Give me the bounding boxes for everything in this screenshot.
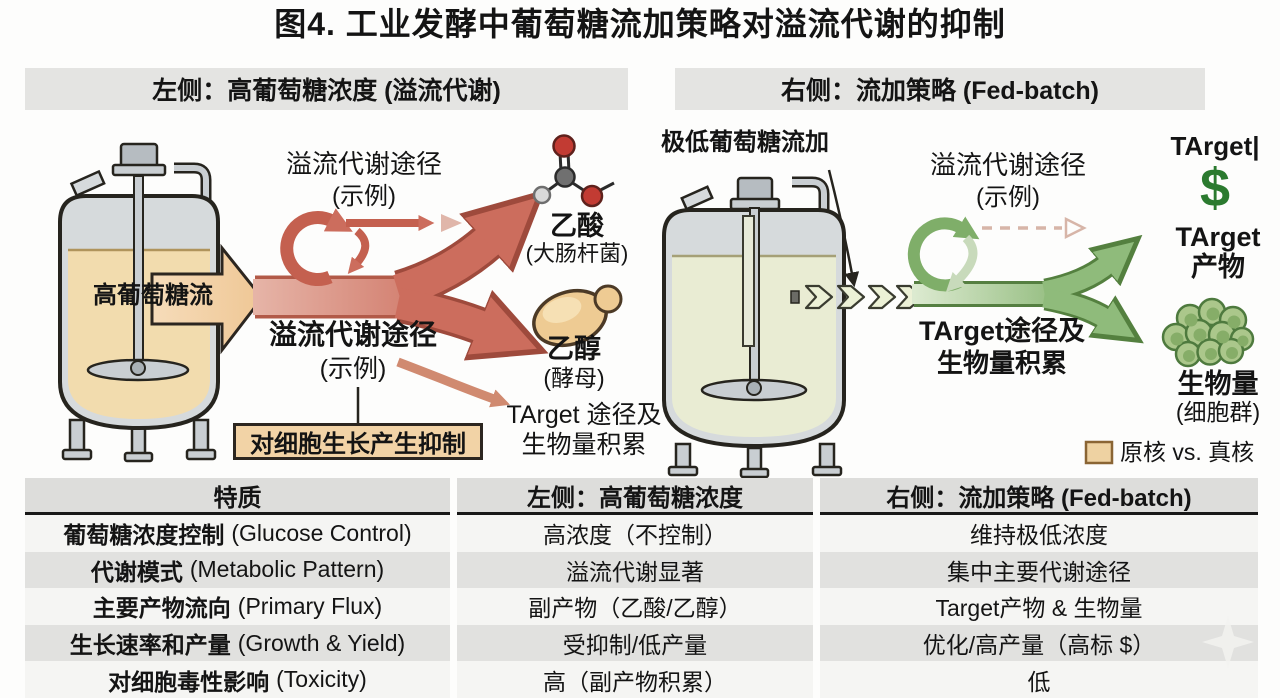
- trait-zh: 代谢模式: [90, 558, 183, 585]
- table-row-trait: 代谢模式(Metabolic Pattern): [25, 551, 450, 589]
- glucose-feed-arrow: [150, 243, 264, 355]
- table-cell-right: 维持极低浓度: [820, 515, 1258, 552]
- fermentation-diagram: [58, 134, 1255, 478]
- table-cell-left: 高浓度（不控制）: [457, 515, 813, 552]
- target-pathway-note-line1: TArget途径及: [919, 316, 1085, 346]
- overflow-pathway-label-top-sub: (示例): [332, 183, 396, 210]
- target-pathway-note-line2: 生物量积累: [936, 348, 1067, 378]
- table-row-trait: 生长速率和产量(Growth & Yield): [25, 624, 450, 662]
- biomass-sub-label: (细胞群): [1175, 399, 1261, 425]
- feed-pointer-arrow: [827, 169, 860, 288]
- right-panel-header-label: 右侧：流加策略 (Fed-batch): [780, 77, 1100, 105]
- table-header-trait: 特质: [25, 478, 450, 515]
- overflow-flux-arrows: [253, 189, 549, 408]
- table-header-right: 右侧：流加策略 (Fed-batch): [820, 478, 1258, 515]
- table-row-trait: 对细胞毒性影响(Toxicity): [25, 661, 450, 698]
- acetic-acid-molecule-icon: [532, 134, 615, 208]
- overflow-pathway-label-top: 溢流代谢途径: [285, 149, 442, 179]
- table-cell-right: 优化/高产量（高标 $）: [820, 624, 1258, 662]
- trait-en: (Primary Flux): [237, 592, 383, 619]
- table-cell-right: 集中主要代谢途径: [820, 551, 1258, 589]
- overflow-return-arrow: [347, 227, 370, 275]
- biomass-label: 生物量: [1177, 369, 1259, 399]
- right-panel-header: 右侧：流加策略 (Fed-batch): [675, 68, 1205, 110]
- table-cell-left: 高（副产物积累）: [457, 661, 813, 698]
- comparison-table: 特质 左侧：高葡萄糖浓度 右侧：流加策略 (Fed-batch) 葡萄糖浓度控制…: [25, 478, 1258, 698]
- table-row-trait: 主要产物流向(Primary Flux): [25, 588, 450, 625]
- low-glucose-feed-label: 极低葡萄糖流加: [661, 129, 829, 156]
- ethanol-product-label: 乙醇: [547, 334, 601, 364]
- trait-zh: 对细胞毒性影响: [108, 668, 270, 695]
- target-product-label-line2: 产物: [1191, 252, 1245, 282]
- yeast-cell-icon: [532, 284, 623, 347]
- table-cell-right: Target产物 & 生物量: [820, 588, 1258, 625]
- table-cell-left: 溢流代谢显著: [457, 551, 813, 589]
- biomass-cell-cluster-icon: [1161, 297, 1255, 368]
- overflow-pathway-label-bottom: 溢流代谢途径: [268, 319, 437, 350]
- growth-inhibition-label: 对细胞生长产生抑制: [250, 431, 466, 458]
- trait-en: (Metabolic Pattern): [189, 556, 385, 583]
- acetate-product-label: 乙酸: [550, 211, 604, 241]
- table-cell-left: 副产物（乙酸/乙醇）: [457, 588, 813, 625]
- dollar-value-icon: $: [1199, 158, 1231, 218]
- table-cell-left: 受抑制/低产量: [457, 624, 813, 662]
- overflow-loop-arrow: [280, 208, 353, 286]
- right-overflow-pathway-label: 溢流代谢途径: [929, 150, 1086, 180]
- target-cursor-text: TArget|: [1170, 131, 1260, 161]
- target-flux-arrows: [907, 216, 1144, 344]
- suppressed-loop-arrow: [907, 216, 980, 292]
- glucose-feed-arrow-label: 高葡萄糖流: [93, 282, 213, 309]
- left-target-note-line2: 生物量积累: [521, 431, 647, 459]
- acetate-organism-label: (大肠杆菌): [525, 241, 629, 266]
- overflow-ghost-arrowhead: [441, 214, 462, 232]
- trait-en: (Glucose Control): [231, 519, 412, 546]
- overflow-pathway-label-bottom-sub: (示例): [319, 355, 387, 383]
- trait-zh: 主要产物流向: [92, 595, 231, 622]
- right-bioreactor-icon: [662, 176, 846, 478]
- trait-zh: 生长速率和产量: [69, 632, 231, 659]
- left-panel-header: 左侧：高葡萄糖浓度 (溢流代谢): [25, 68, 628, 110]
- ethanol-organism-label: (酵母): [543, 365, 605, 391]
- inhibition-curved-arrow: [396, 357, 511, 408]
- table-cell-right: 低: [820, 661, 1258, 698]
- suppressed-return-arrow: [945, 234, 978, 293]
- table-header-left: 左侧：高葡萄糖浓度: [457, 478, 813, 515]
- page-title: 图4. 工业发酵中葡萄糖流加策略对溢流代谢的抑制: [274, 6, 1006, 42]
- suppressed-ghost-arrowhead: [1064, 216, 1087, 240]
- trait-en: (Toxicity): [276, 666, 367, 693]
- left-panel-header-label: 左侧：高葡萄糖浓度 (溢流代谢): [152, 77, 501, 105]
- legend-swatch: [1084, 440, 1114, 465]
- right-overflow-pathway-label-sub: (示例): [976, 184, 1040, 211]
- left-target-note-line1: TArget 途径及: [506, 401, 662, 429]
- trait-zh: 葡萄糖浓度控制: [63, 522, 225, 549]
- growth-inhibition-box: 对细胞生长产生抑制: [233, 423, 483, 460]
- legend-label: 原核 vs. 真核: [1120, 439, 1255, 465]
- trait-en: (Growth & Yield): [237, 629, 406, 656]
- table-row-trait: 葡萄糖浓度控制(Glucose Control): [25, 515, 450, 552]
- target-product-label-line1: TArget: [1175, 222, 1261, 252]
